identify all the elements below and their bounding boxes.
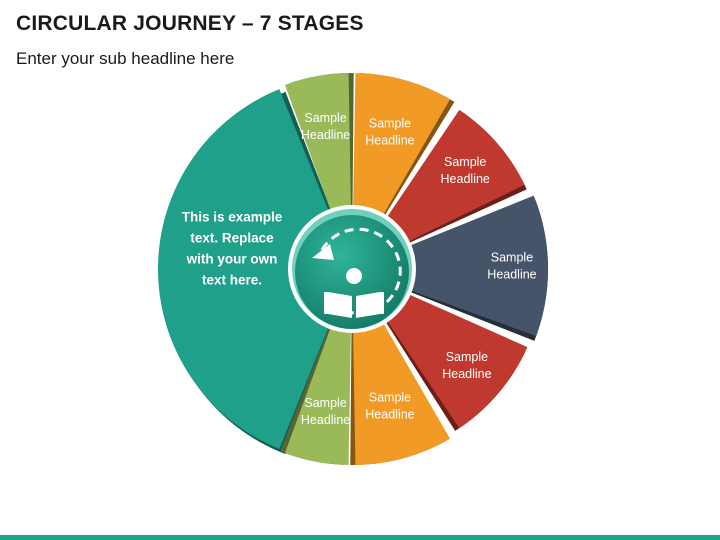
page-title: CIRCULAR JOURNEY – 7 STAGES <box>16 12 364 35</box>
center-hub <box>288 205 416 333</box>
page-subtitle: Enter your sub headline here <box>16 49 235 68</box>
bottom-accent-bar <box>0 535 720 540</box>
reader-with-book-icon <box>324 268 384 318</box>
